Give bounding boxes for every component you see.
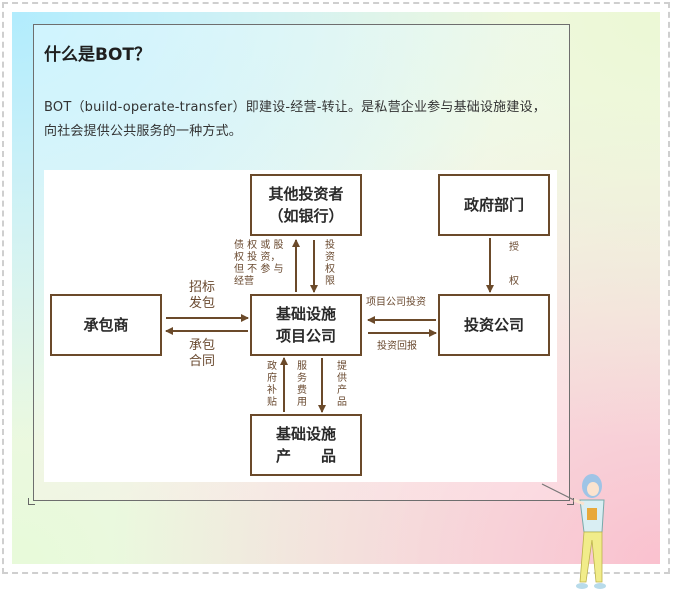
label-bid-subcontract: 招标 发包 [188,280,215,311]
box-investment-company: 投资公司 [438,294,550,356]
resize-handle-bottom-right[interactable] [567,498,574,505]
label-invest-rights: 投资权限 [325,240,335,287]
label-project-investment: 项目公司投资 [366,297,426,308]
label-subcontract-contract: 承包 合同 [188,338,215,369]
bot-diagram: 其他投资者 （如银行） 政府部门 承包商 基础设施 项目公司 投资公司 基础设施… [44,170,557,482]
intro-paragraph: BOT（build-operate-transfer）即建设-经营-转让。是私营… [44,100,546,139]
label-service-fee: 服务费用 [297,361,307,408]
resize-handle-bottom-left[interactable] [28,498,35,505]
label-authorize-1: 授 [509,242,519,253]
label-debt-equity: 债 权 或 股 权 投 资， 但 不 参 与 经营 [234,240,284,287]
label-investment-return: 投资回报 [377,341,417,352]
label-authorize-2: 权 [509,276,519,287]
cartoon-girl-illustration [541,474,606,589]
page-frame [2,2,670,574]
diagram-arrows [165,238,494,413]
page-title: 什么是BOT？ [44,45,152,65]
box-contractor: 承包商 [50,294,162,356]
box-infrastructure-product: 基础设施 产 品 [250,414,362,476]
box-government: 政府部门 [438,174,550,236]
label-provide-product: 提供产品 [337,361,347,408]
label-gov-subsidy: 政府补贴 [267,361,277,408]
box-other-investors: 其他投资者 （如银行） [250,174,362,236]
box-project-company: 基础设施 项目公司 [250,294,362,356]
